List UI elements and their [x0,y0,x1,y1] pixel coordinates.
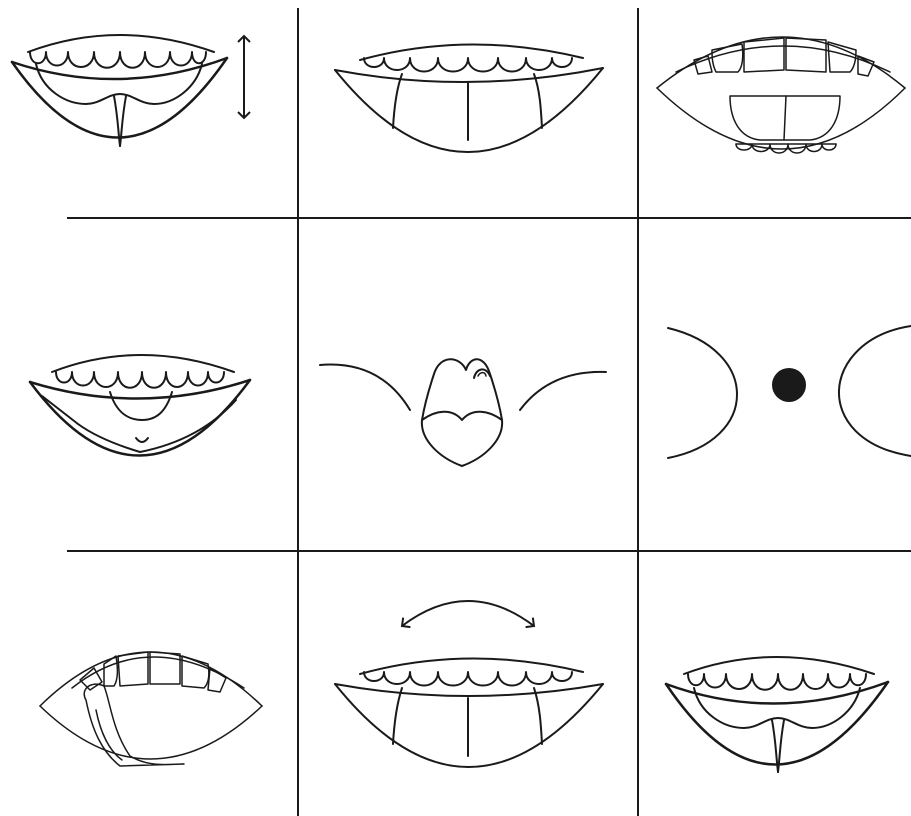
lips-with-dot-icon [668,326,911,458]
mouth-wide-open-both-teeth-icon [657,37,905,153]
mouth-open-tongue-flat-icon [335,658,603,767]
mouth-open-tongue-tip-under-lip-icon [30,355,250,456]
tongue-to-corner-icon [40,652,262,766]
mouth-open-tongue-flat-icon [335,44,603,152]
tongue-tip-between-lips-icon [320,359,606,466]
horizontal-curved-double-arrow-icon [402,601,534,626]
mouth-open-tongue-tip-up-icon [666,657,888,772]
dot-icon [772,368,806,402]
mouth-open-tongue-tip-up-icon [12,35,227,146]
